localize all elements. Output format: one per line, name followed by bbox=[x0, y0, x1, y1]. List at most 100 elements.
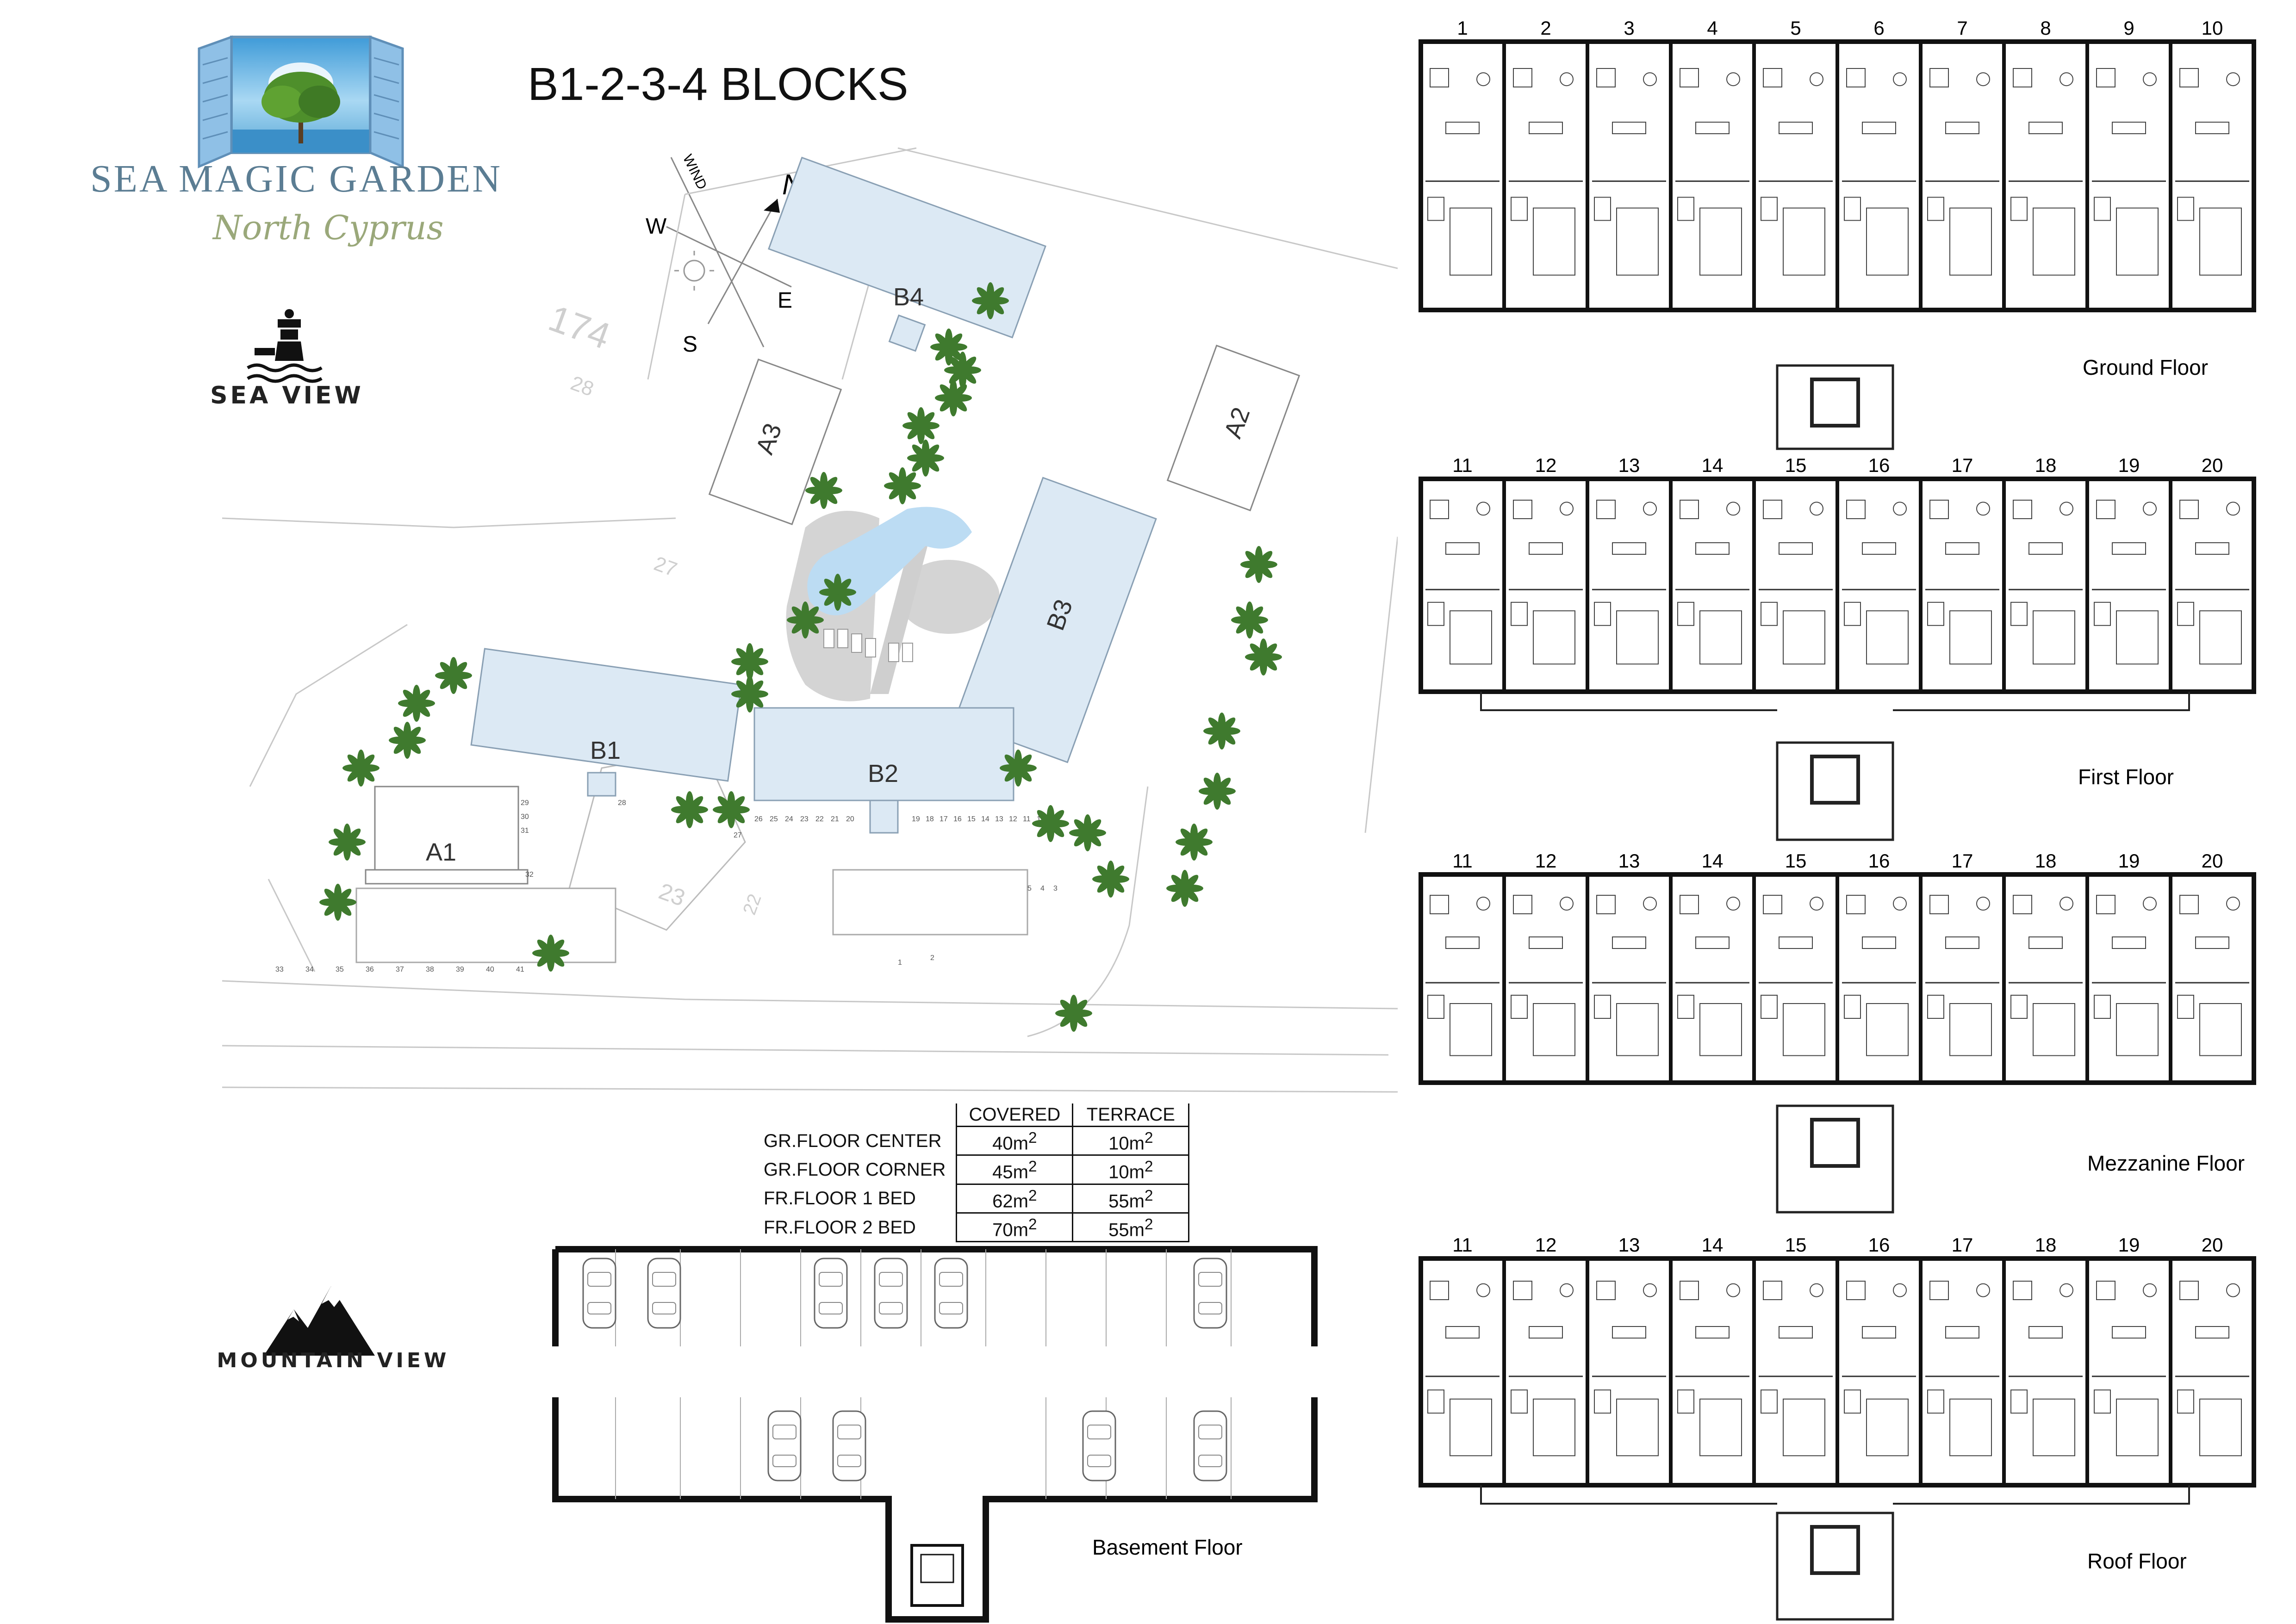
unit-number: 3 bbox=[1624, 17, 1634, 39]
parking-number: 38 bbox=[426, 966, 434, 973]
unit-number: 10 bbox=[2202, 17, 2223, 39]
parking-number: 32 bbox=[525, 871, 534, 879]
unit-layout bbox=[2009, 1281, 2083, 1457]
block-label: B4 bbox=[893, 283, 924, 311]
palm-tree-icon bbox=[713, 791, 750, 828]
car-icon bbox=[1193, 1258, 1227, 1329]
sea-view-label: SEA VIEW bbox=[210, 382, 364, 409]
parked-cars bbox=[582, 1258, 1227, 1481]
unit-number: 19 bbox=[2118, 454, 2140, 476]
car-icon bbox=[1193, 1410, 1227, 1481]
parking-number: 30 bbox=[521, 813, 529, 821]
parking-lot bbox=[832, 869, 1028, 936]
unit-layout bbox=[1759, 500, 1833, 665]
parking-number: 29 bbox=[521, 799, 529, 807]
parking-numbers: 26 25 24 23 22 21 20 19 18 17 16 15 14 1… bbox=[275, 799, 1058, 973]
unit-number: 1 bbox=[1457, 17, 1468, 39]
unit-number: 13 bbox=[1618, 454, 1640, 476]
car-icon bbox=[767, 1410, 802, 1481]
block-b4: B4 bbox=[768, 156, 1046, 352]
unit-layout bbox=[1592, 1281, 1666, 1457]
unit-layout bbox=[1759, 895, 1833, 1056]
parking-number: 34 bbox=[305, 966, 314, 973]
parking-number: 14 bbox=[981, 815, 989, 823]
unit-layout bbox=[1425, 895, 1500, 1056]
covered-area: 40m2 bbox=[956, 1126, 1074, 1156]
palm-tree-icon bbox=[944, 352, 981, 389]
parking-number: 23 bbox=[800, 815, 809, 823]
floor-label: Mezzanine Floor bbox=[2087, 1151, 2245, 1175]
brand-logo bbox=[198, 35, 404, 168]
palm-tree-icon bbox=[319, 884, 356, 921]
unit-layout bbox=[2092, 68, 2166, 276]
car-icon bbox=[874, 1258, 908, 1329]
unit-layout bbox=[1592, 895, 1666, 1056]
unit-layout bbox=[2175, 68, 2249, 276]
row-label: FR.FLOOR 2 BED bbox=[764, 1217, 916, 1238]
unit-layout bbox=[1509, 1281, 1583, 1457]
table-row: FR.FLOOR 1 BED 62m2 55m2 bbox=[764, 1184, 1190, 1214]
north-arrow-icon bbox=[764, 199, 780, 213]
parking-number: 22 bbox=[815, 815, 824, 823]
parking-number: 35 bbox=[336, 966, 344, 973]
stair-core bbox=[1480, 692, 2190, 841]
palm-tree-icon bbox=[435, 657, 472, 694]
unit-number: 9 bbox=[2123, 17, 2134, 39]
parking-number: 27 bbox=[734, 831, 742, 839]
unit-number: 2 bbox=[1540, 17, 1551, 39]
palm-tree-icon bbox=[1199, 773, 1236, 810]
compass-w: W bbox=[646, 214, 667, 239]
unit-layout bbox=[1592, 68, 1666, 276]
palm-tree-icon bbox=[1176, 824, 1213, 861]
unit-layout bbox=[1675, 1281, 1749, 1457]
stair-core bbox=[1776, 1104, 1894, 1214]
pool-area bbox=[786, 507, 1000, 701]
palm-tree-icon bbox=[1245, 638, 1282, 676]
palm-tree-icon bbox=[671, 791, 708, 828]
palm-tree-icon bbox=[907, 440, 944, 477]
compass-e: E bbox=[778, 288, 792, 313]
parking-number: 19 bbox=[912, 815, 920, 823]
parking-number: 21 bbox=[831, 815, 839, 823]
palm-tree-icon bbox=[1055, 995, 1092, 1032]
terrace-area: 55m2 bbox=[1072, 1213, 1190, 1243]
block-a3: A3 bbox=[708, 358, 842, 526]
palm-tree-icon bbox=[1069, 814, 1106, 851]
parking-number: 11 bbox=[1023, 815, 1031, 823]
floor-label: Ground Floor bbox=[2083, 355, 2208, 379]
unit-number: 13 bbox=[1618, 850, 1640, 872]
table-row: GR.FLOOR CORNER 45m2 10m2 bbox=[764, 1155, 1190, 1185]
unit-number: 20 bbox=[2202, 454, 2223, 476]
table-header-row: COVERED TERRACE bbox=[764, 1103, 1190, 1127]
block-b1: B1 bbox=[470, 648, 742, 797]
page-title: B1-2-3-4 BLOCKS bbox=[528, 58, 908, 110]
terrace-area: 10m2 bbox=[1072, 1155, 1190, 1185]
table-header-covered: COVERED bbox=[956, 1103, 1074, 1127]
unit-layout bbox=[1842, 1281, 1916, 1457]
unit-number: 4 bbox=[1707, 17, 1717, 39]
row-label: GR.FLOOR CORNER bbox=[764, 1159, 946, 1180]
unit-layout bbox=[1425, 1281, 1500, 1457]
palm-tree-icon bbox=[972, 282, 1009, 319]
unit-number: 12 bbox=[1535, 1234, 1557, 1256]
parking-number: 5 bbox=[1027, 885, 1032, 893]
unit-layout bbox=[1842, 500, 1916, 665]
terrace-area: 10m2 bbox=[1072, 1126, 1190, 1156]
unit-number: 17 bbox=[1952, 1234, 1973, 1256]
unit-number: 14 bbox=[1702, 454, 1724, 476]
parking-number: 18 bbox=[926, 815, 934, 823]
window-illustration bbox=[198, 35, 404, 168]
unit-number: 15 bbox=[1785, 454, 1807, 476]
floor-label: Basement Floor bbox=[1092, 1535, 1243, 1559]
parking-number: 37 bbox=[396, 966, 404, 973]
palm-tree-icon bbox=[731, 643, 768, 680]
parking-number: 2 bbox=[930, 954, 934, 962]
block-label: B1 bbox=[590, 737, 621, 764]
parking-number: 28 bbox=[618, 799, 626, 807]
palm-tree-icon bbox=[935, 379, 972, 416]
stair-core bbox=[1480, 1485, 2190, 1621]
unit-layout bbox=[1842, 895, 1916, 1056]
palm-tree-icon bbox=[819, 574, 856, 611]
unit-number: 16 bbox=[1868, 850, 1890, 872]
